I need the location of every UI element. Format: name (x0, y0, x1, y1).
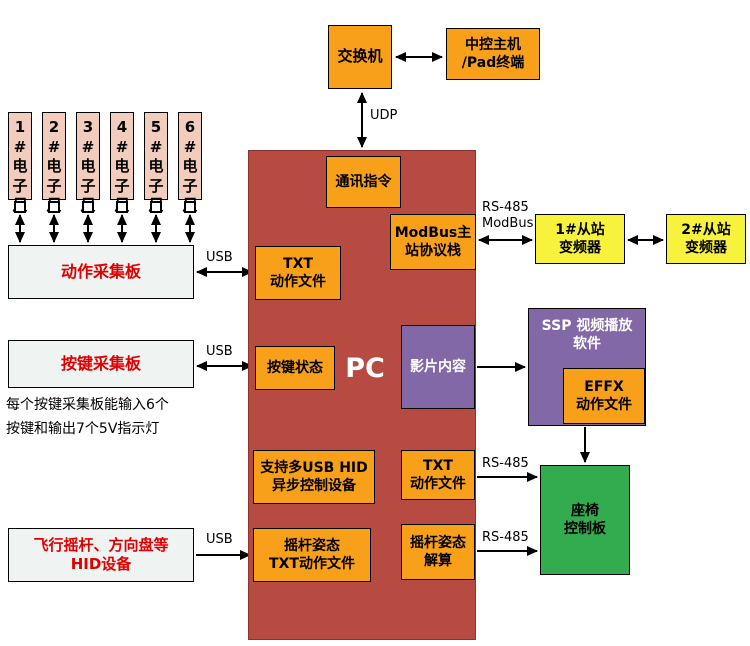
connector-square-2 (48, 201, 60, 213)
node-hid-device: 飞行摇杆、方向盘等 HID设备 (8, 528, 194, 582)
node-action-board: 动作采集板 (8, 245, 194, 299)
node-comm-cmd: 通讯指令 (326, 156, 401, 208)
connector-square-4 (116, 201, 128, 213)
pc-label: PC (345, 353, 385, 384)
node-joystick-txt: 摇杆姿态 TXT动作文件 (253, 528, 371, 582)
node-inverter-1: 1#从站 变频器 (535, 214, 625, 264)
edge-label-usb-action: USB (206, 250, 233, 265)
node-switch: 交换机 (328, 25, 392, 89)
node-txt-action-file-1: TXT 动作文件 (255, 246, 341, 300)
node-central-host: 中控主机 /Pad终端 (446, 28, 540, 80)
connector-square-5 (150, 201, 162, 213)
node-inverter-2: 2#从站 变频器 (666, 214, 746, 264)
node-film-content: 影片内容 (401, 325, 475, 409)
note-text: 每个按键采集板能输入6个 按键和输出7个5V指示灯 (6, 397, 169, 437)
connector-square-6 (184, 201, 196, 213)
connector-square-1 (14, 201, 26, 213)
ruler-box-6: 6#电子尺 (178, 112, 202, 214)
ruler-box-1: 1#电子尺 (8, 112, 32, 214)
edge-label-rs485-modbus: RS-485 ModBus (482, 200, 534, 232)
node-modbus-stack: ModBus主 站协议栈 (390, 214, 476, 270)
node-key-board: 按键采集板 (8, 340, 194, 388)
node-seat-controller: 座椅 控制板 (540, 465, 630, 575)
edge-label-rs485-calc: RS-485 (482, 530, 529, 545)
node-txt-action-file-2: TXT 动作文件 (401, 450, 475, 500)
ruler-box-4: 4#电子尺 (110, 112, 134, 214)
node-effx-file: EFFX 动作文件 (563, 368, 645, 424)
edge-label-usb-hid: USB (206, 532, 233, 547)
connector-square-3 (82, 201, 94, 213)
ruler-box-5: 5#电子尺 (144, 112, 168, 214)
node-usb-hid-support: 支持多USB HID 异步控制设备 (253, 450, 375, 504)
ruler-box-2: 2#电子尺 (42, 112, 66, 214)
edge-label-udp: UDP (370, 108, 398, 123)
node-joystick-calc: 摇杆姿态 解算 (401, 524, 475, 580)
edge-label-usb-key: USB (206, 344, 233, 359)
node-key-status: 按键状态 (255, 346, 335, 390)
ruler-box-3: 3#电子尺 (76, 112, 100, 214)
edge-label-rs485-txt: RS-485 (482, 456, 529, 471)
